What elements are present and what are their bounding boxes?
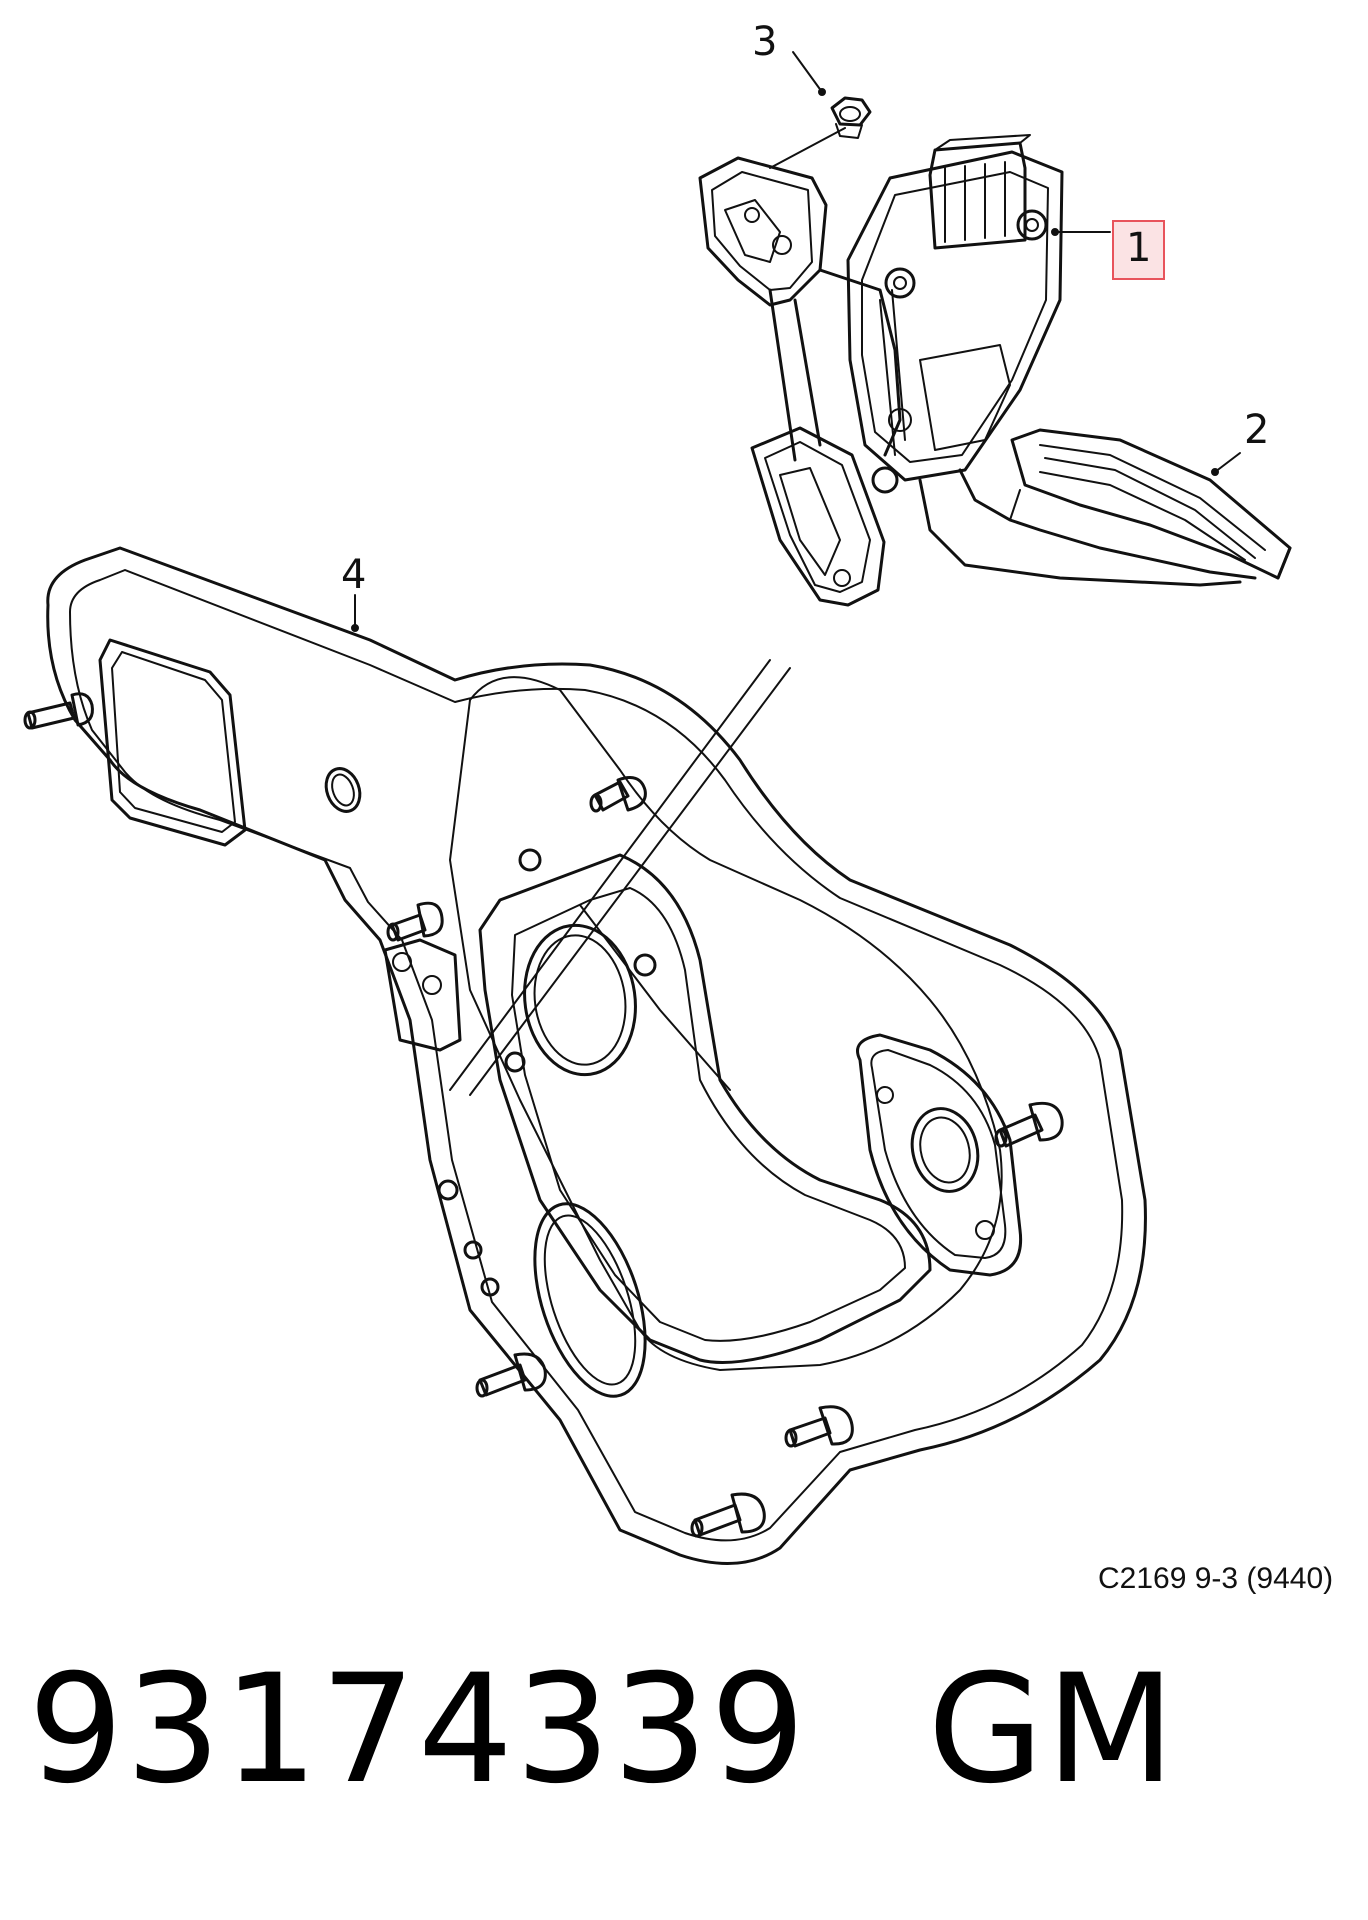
- callout-leaders-pedal: [351, 51, 1241, 632]
- diagram-reference-code: C2169 9-3 (9440): [1098, 1562, 1334, 1595]
- callout-1-highlighted: 1: [1112, 220, 1166, 280]
- part-number: 93174339: [28, 1643, 808, 1817]
- stud-bolts: [23, 692, 1064, 1538]
- accelerator-pedal-assembly: [698, 96, 1292, 607]
- callout-4: 4: [341, 552, 367, 598]
- floor-plate-panel: [23, 546, 1147, 1565]
- exploded-parts-diagram: [23, 51, 1292, 1565]
- callout-3: 3: [752, 19, 778, 65]
- brand-name: GM: [927, 1643, 1178, 1817]
- callout-2: 2: [1244, 407, 1270, 453]
